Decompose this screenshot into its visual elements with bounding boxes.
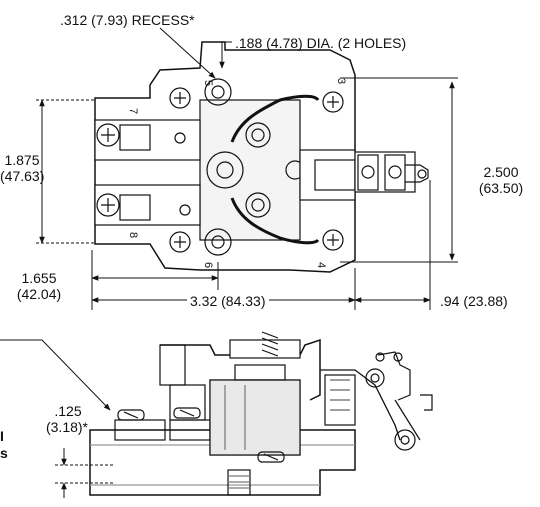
base-outline <box>94 41 356 273</box>
terminal-number: 6 <box>202 262 214 268</box>
side-terminal <box>159 344 186 386</box>
lever <box>394 399 421 441</box>
terminal-number: 5 <box>202 80 214 86</box>
lead-wire <box>230 197 320 245</box>
terminal-number: 7 <box>127 108 139 114</box>
contact-icon <box>245 192 271 218</box>
roller-icon <box>365 368 385 388</box>
mount-label-in: 1.655 <box>21 270 57 286</box>
recess-hole <box>204 78 232 106</box>
height-label-in: 1.875 <box>4 152 40 168</box>
aux-arm <box>320 369 401 441</box>
side-terminal <box>169 384 206 421</box>
holes-label: .188 (4.78) DIA. (2 HOLES) <box>235 35 407 51</box>
screw-icon <box>169 231 191 253</box>
holes-leader <box>219 41 232 69</box>
height-label-mm: (47.63) <box>0 168 45 184</box>
clip <box>119 194 151 221</box>
recess-hole <box>204 228 232 256</box>
armature <box>160 338 321 401</box>
strip-top <box>94 119 201 161</box>
armature-plate <box>229 339 301 359</box>
clip <box>119 124 151 151</box>
mount-label-mm: (42.04) <box>16 286 62 302</box>
roller-icon <box>370 373 380 383</box>
screw-icon <box>96 123 120 147</box>
roller-icon <box>400 435 410 445</box>
terminal-number: 4 <box>315 262 327 268</box>
spring-icon <box>261 331 279 357</box>
rivet-icon <box>179 204 191 216</box>
recess-hole <box>211 235 225 249</box>
recess-hole <box>211 85 225 99</box>
recess-label: .312 (7.93) RECESS* <box>60 12 195 28</box>
callout-leader <box>0 339 111 411</box>
extension-label: .94 (23.88) <box>440 293 508 309</box>
coil-pivot <box>206 151 244 189</box>
screw-icon <box>173 407 201 419</box>
side-view <box>89 331 433 496</box>
terminal-number: 8 <box>127 232 139 238</box>
contact-icon <box>251 198 265 212</box>
width-label: 3.32 (84.33) <box>187 293 269 309</box>
screw-icon <box>257 451 285 463</box>
lead-wire <box>230 94 320 143</box>
screw-icon <box>169 87 191 109</box>
screw-icon <box>322 91 344 113</box>
contact-icon <box>245 122 271 148</box>
recess-leader <box>159 27 216 79</box>
rivet-icon <box>174 132 186 144</box>
screw-icon <box>322 229 344 251</box>
terminal-number: 3 <box>335 78 347 84</box>
side-dims <box>0 339 115 498</box>
roller-icon <box>394 429 416 451</box>
callout-text-fragment: s <box>0 445 8 461</box>
callout-text-fragment: I <box>0 428 4 444</box>
overall-height-label-in: 2.500 <box>483 164 519 180</box>
coil-pivot <box>216 161 234 179</box>
bracket <box>299 149 356 201</box>
center-panel <box>199 99 301 241</box>
screw-icon <box>96 193 120 217</box>
screw-icon <box>117 409 145 421</box>
depth-label-in: .125 <box>54 403 82 419</box>
aux-switch <box>354 151 429 193</box>
overall-height-label-mm: (63.50) <box>478 180 524 196</box>
top-view <box>94 41 429 273</box>
dimension-lines <box>36 27 458 310</box>
contact-icon <box>251 128 265 142</box>
depth-label-mm: (3.18)* <box>45 419 89 435</box>
